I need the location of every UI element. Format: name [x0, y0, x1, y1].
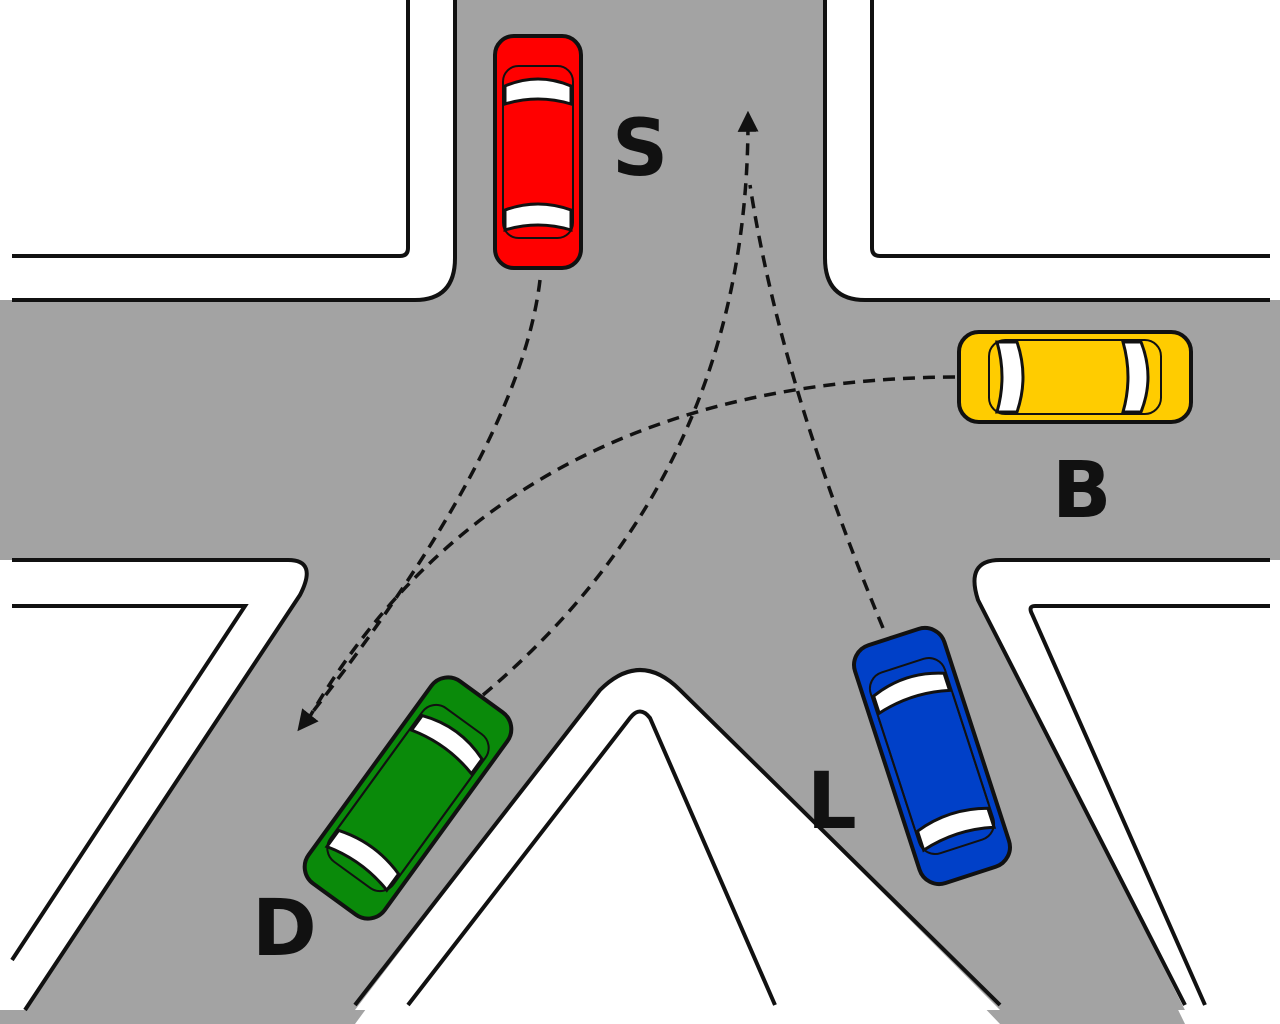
kerb-bottom-left [12, 558, 309, 1012]
trajectories [297, 110, 956, 732]
label-d: D [252, 884, 317, 974]
car-labels: S B L D [252, 104, 1111, 974]
kerb-top-right [823, 0, 1270, 302]
block-bottom-left [0, 560, 307, 1010]
inner-top-right [870, 0, 1270, 258]
green-car-icon [302, 675, 514, 921]
path-l-to-s [748, 184, 885, 629]
block-bottom-middle [355, 670, 1000, 1010]
block-top-right [825, 0, 1280, 300]
label-l: L [807, 757, 857, 847]
kerb-bottom-right [972, 558, 1270, 1006]
path-d-to-s [481, 110, 759, 697]
label-s: S [612, 104, 668, 194]
red-car-icon [493, 34, 583, 270]
inner-bottom-middle [406, 709, 777, 1007]
path-s-to-d [297, 279, 542, 732]
inner-bottom-left [10, 604, 249, 962]
cars [302, 34, 1193, 921]
path-b-to-d [303, 375, 956, 726]
label-b: B [1052, 446, 1111, 536]
kerb-top-left [12, 0, 457, 302]
kerb-bottom-middle [353, 668, 1002, 1007]
blue-car-icon [852, 625, 1012, 887]
yellow-car-icon [957, 330, 1193, 424]
block-top-left [0, 0, 455, 300]
inner-bottom-right [1028, 604, 1270, 1006]
block-bottom-right [974, 560, 1280, 1010]
inner-top-left [12, 0, 410, 258]
